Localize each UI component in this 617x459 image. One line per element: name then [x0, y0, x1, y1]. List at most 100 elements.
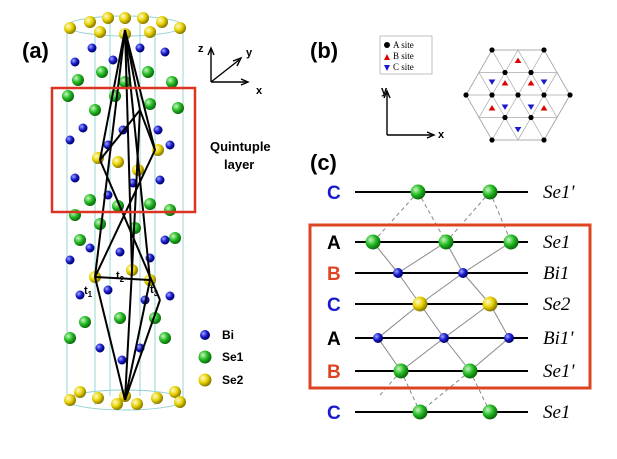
- se2-atom: [482, 296, 498, 312]
- hopping-labels: t1 t2 t3: [84, 270, 159, 299]
- site-letter: B: [327, 362, 341, 383]
- bi-atom: [103, 285, 113, 295]
- se1-atom: [144, 198, 156, 210]
- a-site: [541, 92, 547, 98]
- atom-layer-label: Se1: [543, 232, 570, 253]
- a-site: [502, 114, 508, 121]
- c-site: [514, 126, 522, 133]
- bi-atom: [165, 140, 175, 150]
- quintuple-layer-frame: [50, 86, 197, 214]
- legend-se2-marker: [198, 373, 212, 387]
- se1-atom: [144, 98, 156, 110]
- bi-atom: [165, 291, 175, 301]
- b-site: [514, 57, 522, 64]
- se1-atom: [172, 102, 184, 114]
- bi-atom: [117, 355, 127, 365]
- bond-line: [419, 370, 471, 413]
- hop-t2: t2: [116, 270, 125, 284]
- a-site: [489, 92, 495, 98]
- legend-se1-marker: [198, 350, 212, 364]
- se2-atom: [131, 398, 143, 410]
- se2-atom: [412, 296, 428, 312]
- quintuple-layer-frame-c: [308, 223, 592, 390]
- atom-layer-label: Se2: [543, 294, 571, 315]
- se1-atom: [438, 234, 454, 250]
- bi-atom: [439, 333, 449, 343]
- bi-atom: [160, 47, 170, 57]
- bond-line: [400, 370, 421, 413]
- axes-xyz: [207, 46, 250, 86]
- se2-atom: [74, 386, 86, 398]
- site-letter: A: [327, 233, 341, 254]
- se2-atom: [174, 22, 186, 34]
- se2-atom: [94, 26, 106, 38]
- a-site: [463, 92, 469, 98]
- a-site: [489, 137, 495, 143]
- se2-atom: [174, 396, 186, 408]
- bi-atom: [65, 135, 75, 145]
- se1-atom: [365, 234, 381, 250]
- a-site: [528, 114, 534, 121]
- bond-line: [417, 191, 447, 243]
- axis-y-label: y: [246, 47, 253, 59]
- site-letter: C: [327, 183, 341, 204]
- se1-atom: [79, 316, 91, 328]
- se2-atom: [64, 22, 76, 34]
- atom-layer-label: Se1': [543, 182, 575, 203]
- legend-se2-label: Se2: [222, 373, 244, 387]
- site-letter: C: [327, 403, 341, 424]
- atom-layer-label: Bi1': [543, 328, 574, 349]
- se1-atom: [482, 184, 498, 200]
- se2-atom: [112, 156, 124, 168]
- bi-atom: [458, 268, 468, 278]
- se2-atom: [119, 12, 131, 24]
- legend-bi-marker: [200, 330, 210, 340]
- se1-atom: [164, 204, 176, 216]
- a-site: [541, 47, 547, 53]
- bi-atom: [115, 247, 125, 257]
- legend-bi-label: Bi: [222, 328, 234, 342]
- c-site: [540, 79, 548, 85]
- a-site: [489, 47, 495, 53]
- se2-atom: [84, 16, 96, 28]
- quintuple-label-line2: layer: [224, 157, 254, 172]
- bi-atom: [65, 255, 75, 265]
- se2-atom: [144, 26, 156, 38]
- lattice-line: [517, 49, 558, 118]
- axes-xy: [383, 89, 436, 139]
- se2-atom: [111, 398, 123, 410]
- atom-layer-label: Bi1: [543, 263, 569, 284]
- se1-atom: [169, 232, 181, 244]
- legend-a-site-label: A site: [393, 40, 414, 50]
- se1-atom: [114, 312, 126, 324]
- b-site: [488, 105, 496, 111]
- bond-line: [469, 337, 510, 372]
- se1-atom: [72, 74, 84, 86]
- legend-c-site-label: C site: [393, 62, 414, 72]
- se1-atom: [142, 66, 154, 78]
- legend-b: A site B site C site: [379, 35, 433, 75]
- se2-atom: [169, 386, 181, 398]
- se1-atom: [62, 90, 74, 102]
- bi-atom: [373, 333, 383, 343]
- site-letter: C: [327, 295, 341, 316]
- bond-line: [419, 272, 464, 305]
- bi-atom: [78, 123, 88, 133]
- primitive-cell-lines: [94, 29, 161, 401]
- bond-line: [372, 191, 419, 243]
- se2-atom: [156, 16, 168, 28]
- se1-atom: [482, 404, 498, 420]
- se1-atom: [94, 218, 106, 230]
- bi-atom: [393, 268, 403, 278]
- se1-atom: [74, 234, 86, 246]
- a-site: [528, 69, 534, 76]
- bi-atom: [108, 55, 118, 65]
- bi-atom: [160, 235, 170, 245]
- quintuple-label-line1: Quintuple: [210, 139, 271, 154]
- hexagonal-lattice: [463, 47, 573, 143]
- bi-atom: [85, 243, 95, 253]
- hop-t1: t1: [84, 285, 93, 299]
- legend-b-site-label: B site: [393, 51, 414, 61]
- bi-atom: [504, 333, 514, 343]
